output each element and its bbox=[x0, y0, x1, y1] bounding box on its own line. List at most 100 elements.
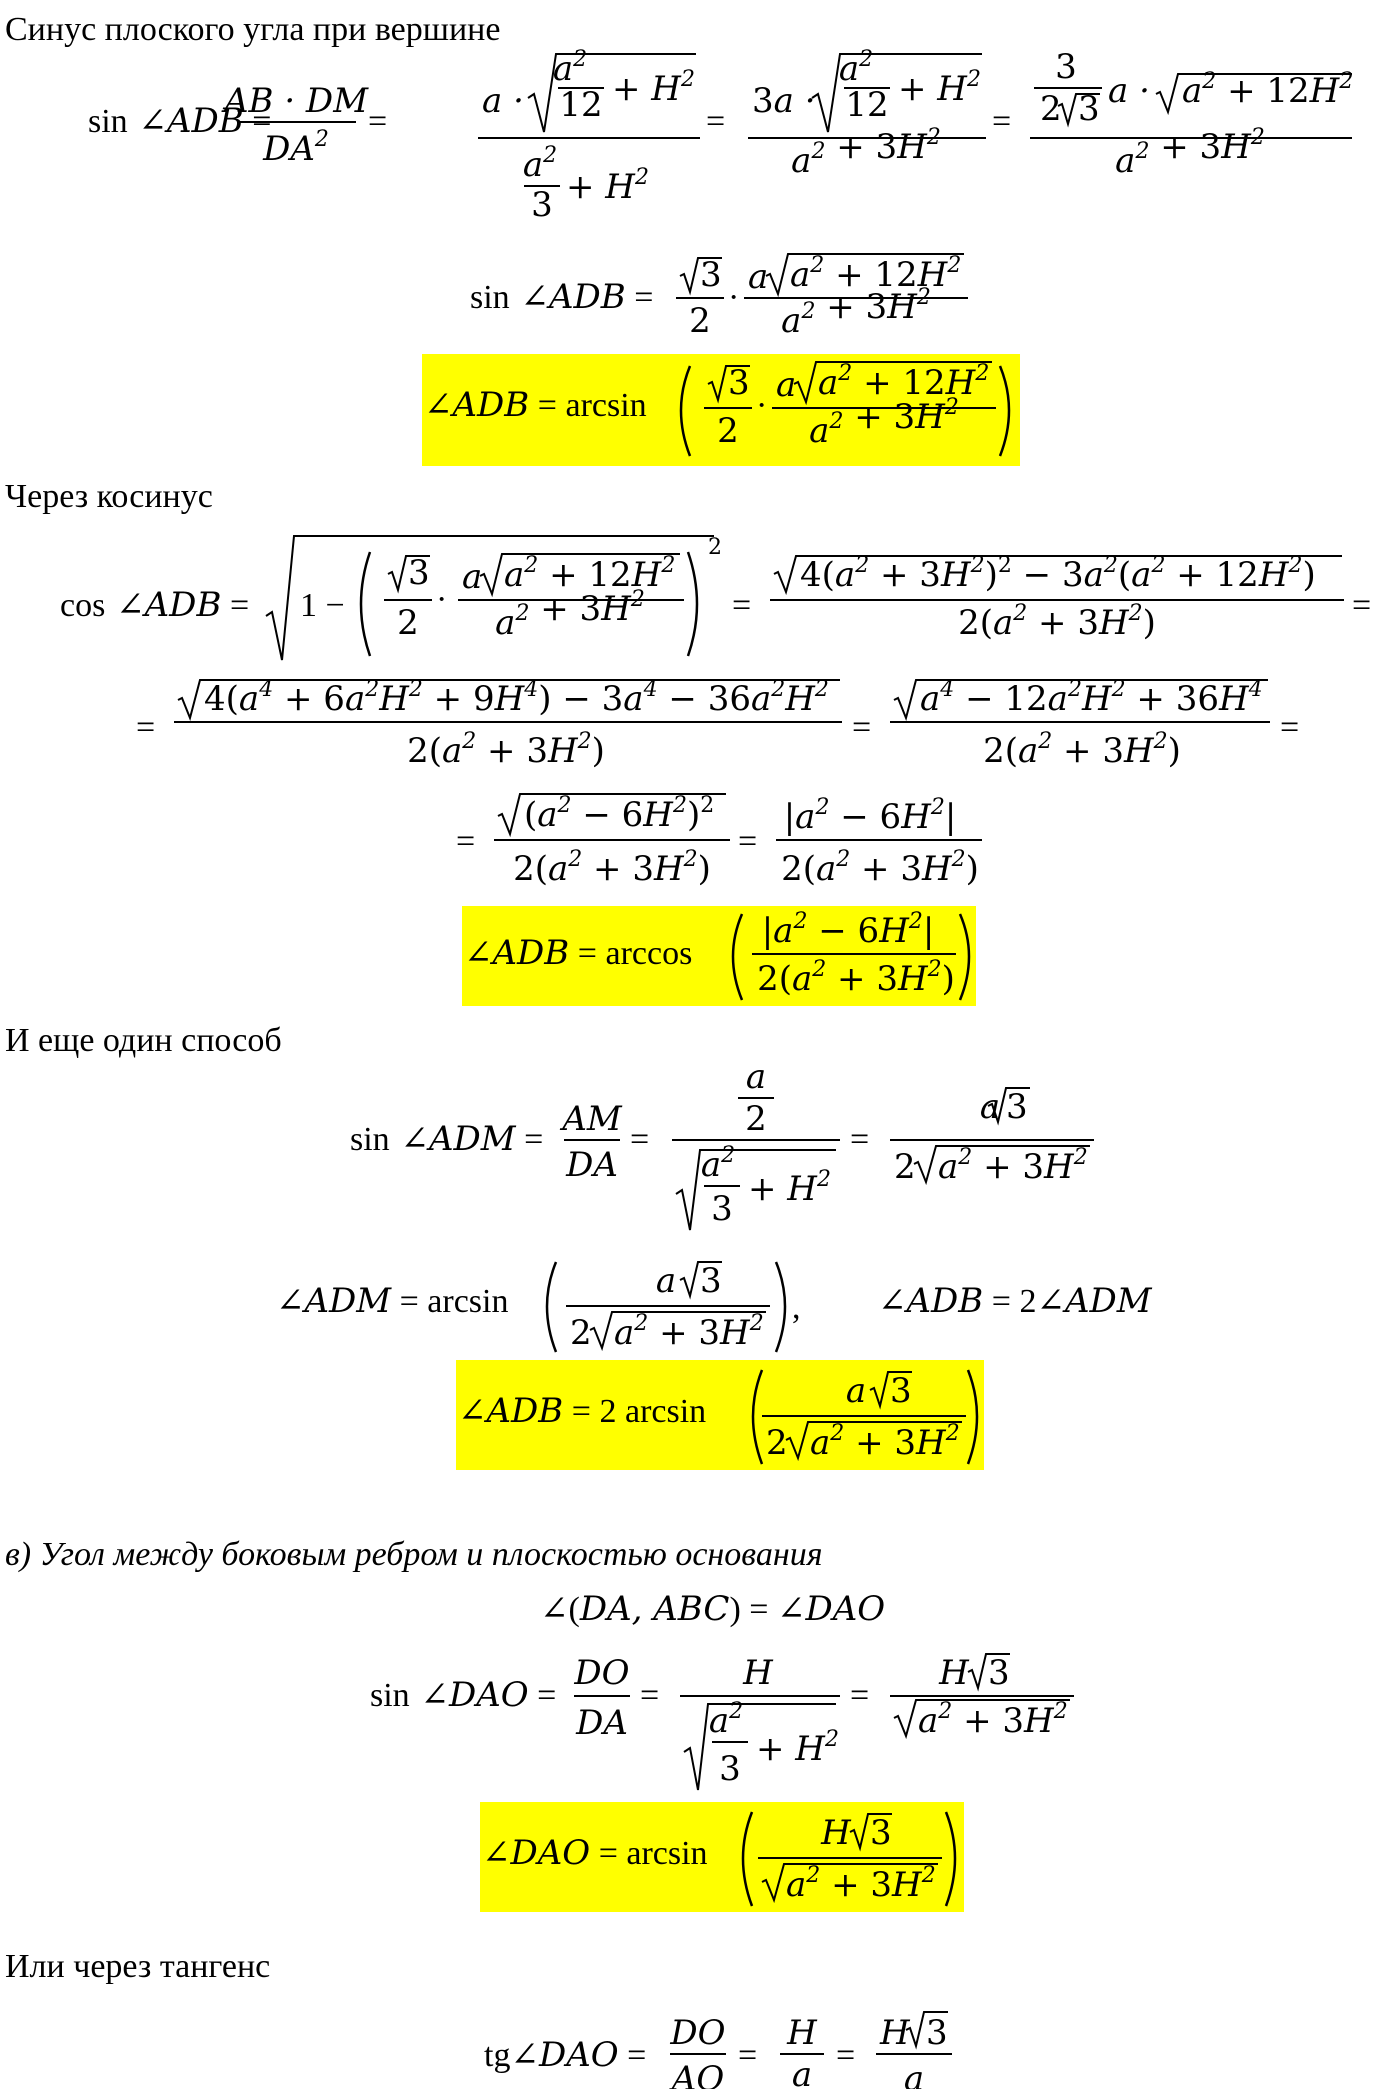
svg-text:a2 + 3H2: a2 + 3H2 bbox=[938, 1145, 1088, 1187]
svg-text:a: a bbox=[776, 365, 796, 405]
svg-text:a2: a2 bbox=[709, 1699, 743, 1741]
svg-text:2(a2 + 3H2): 2(a2 + 3H2) bbox=[513, 847, 711, 889]
svg-text:∠ADB = arccos: ∠ADB = arccos bbox=[464, 933, 692, 973]
svg-text:3: 3 bbox=[890, 1371, 912, 1411]
svg-text:2(a2 + 3H2): 2(a2 + 3H2) bbox=[983, 729, 1181, 771]
svg-text:=: = bbox=[640, 1677, 659, 1714]
svg-text:DO: DO bbox=[669, 2013, 725, 2053]
svg-text:3: 3 bbox=[408, 553, 430, 593]
svg-text:a2: a2 bbox=[553, 47, 587, 89]
svg-text:=: = bbox=[850, 1121, 869, 1158]
svg-text:·: · bbox=[728, 279, 739, 316]
result-adb-2arcsin: ∠ADB = 2 arcsin a 3 2 a2 + 3H2 bbox=[0, 1360, 1400, 1470]
equation-sin-adb-simplified: sin ∠ADB = 3 2 · a a2 + 12H2 a2 + 3H2 bbox=[0, 240, 1400, 341]
svg-text:a: a bbox=[904, 2059, 924, 2089]
svg-text:2: 2 bbox=[708, 535, 722, 560]
svg-text:a2: a2 bbox=[839, 47, 873, 89]
svg-text:a: a bbox=[792, 2055, 812, 2089]
svg-text:12: 12 bbox=[845, 85, 888, 125]
equation-tg-dao: tg∠DAO = DO AO = H a = H 3 a bbox=[0, 1996, 1400, 2089]
svg-text:=: = bbox=[732, 587, 751, 624]
svg-text:∠ADB = 2 arcsin: ∠ADB = 2 arcsin bbox=[458, 1391, 706, 1431]
svg-text:∠ADB = arcsin: ∠ADB = arcsin bbox=[424, 385, 647, 425]
svg-text:AB · DM: AB · DM bbox=[221, 81, 369, 121]
svg-text:+ H2: + H2 bbox=[756, 1727, 839, 1769]
svg-text:3: 3 bbox=[870, 1813, 892, 1853]
svg-text:a: a bbox=[846, 1371, 866, 1411]
result-adb-arcsin: ∠ADB = arcsin 3 2 · a a2 + 12H2 a2 + 3H2 bbox=[0, 354, 1400, 466]
svg-text:+ H2: + H2 bbox=[566, 165, 649, 207]
svg-text:2(a2 + 3H2): 2(a2 + 3H2) bbox=[407, 729, 605, 771]
svg-text:=: = bbox=[456, 823, 475, 860]
svg-text:=: = bbox=[850, 1677, 869, 1714]
svg-text:a ·: a · bbox=[1108, 71, 1150, 111]
equation-sin-dao: sin ∠DAO = DO DA = H a2 3 + H2 = H 3 a2 … bbox=[0, 1640, 1400, 1800]
svg-text:·: · bbox=[436, 581, 447, 618]
svg-text:a2 + 3H2: a2 + 3H2 bbox=[495, 587, 645, 643]
svg-text:∠ADM = arcsin: ∠ADM = arcsin bbox=[276, 1281, 508, 1321]
svg-text:a2 + 3H2: a2 + 3H2 bbox=[1115, 125, 1265, 181]
heading-via-cosine: Через косинус bbox=[5, 478, 213, 515]
svg-text:=: = bbox=[706, 103, 725, 140]
svg-text:=: = bbox=[992, 103, 1011, 140]
svg-text:12: 12 bbox=[559, 85, 602, 125]
equation-adm-arcsin: ∠ADM = arcsin a 3 2 a2 + 3H2 , ∠ADB = 2∠… bbox=[0, 1250, 1400, 1360]
svg-text:=: = bbox=[738, 2037, 757, 2074]
equation-angle-da-abc: ∠(DA, ABC) = ∠DAO bbox=[0, 1586, 1400, 1636]
svg-text:AO: AO bbox=[669, 2059, 725, 2089]
svg-text:3: 3 bbox=[700, 255, 722, 295]
svg-text:4(a2 + 3H2)2 − 3a2(a2 + 12H2): 4(a2 + 3H2)2 − 3a2(a2 + 12H2) bbox=[800, 553, 1316, 595]
svg-text:AM: AM bbox=[559, 1099, 623, 1139]
svg-text:3: 3 bbox=[711, 1189, 733, 1229]
svg-text:2: 2 bbox=[570, 1313, 592, 1353]
svg-text:3: 3 bbox=[988, 1653, 1010, 1693]
svg-text:a2: a2 bbox=[701, 1143, 735, 1185]
svg-text:a2 + 3H2: a2 + 3H2 bbox=[918, 1699, 1068, 1741]
svg-text:H: H bbox=[879, 2013, 911, 2053]
svg-text:|a2 − 6H2|: |a2 − 6H2| bbox=[762, 909, 935, 951]
svg-text:2(a2 + 3H2): 2(a2 + 3H2) bbox=[781, 847, 979, 889]
svg-text:=: = bbox=[1280, 709, 1299, 746]
svg-text:a: a bbox=[746, 1057, 766, 1097]
svg-text:∠(DA, ABC) = ∠DAO: ∠(DA, ABC) = ∠DAO bbox=[540, 1589, 885, 1629]
svg-text:3: 3 bbox=[700, 1261, 722, 1301]
svg-text:3: 3 bbox=[719, 1749, 741, 1789]
equation-sin-adb-chain: sin ∠ADB = AB · DM DA2 = a · a2 12 + H2 … bbox=[0, 40, 1400, 225]
svg-text:+ H2: + H2 bbox=[612, 67, 695, 109]
svg-text:sin ∠ADB =: sin ∠ADB = bbox=[470, 277, 653, 317]
svg-text:=: = bbox=[738, 823, 757, 860]
svg-text:2: 2 bbox=[689, 301, 711, 341]
svg-text:a2 + 12H2: a2 + 12H2 bbox=[818, 361, 989, 403]
svg-text:=: = bbox=[368, 103, 387, 140]
svg-text:a2 + 3H2: a2 + 3H2 bbox=[791, 125, 941, 181]
svg-text:2: 2 bbox=[1040, 89, 1062, 129]
svg-text:cos ∠ADB =: cos ∠ADB = bbox=[60, 585, 249, 625]
svg-text:2: 2 bbox=[766, 1423, 788, 1463]
svg-text:3a ·: 3a · bbox=[752, 81, 816, 121]
svg-text:4(a4 + 6a2H2 + 9H4) − 3a4 − 36: 4(a4 + 6a2H2 + 9H4) − 3a4 − 36a2H2 bbox=[204, 677, 829, 719]
svg-text:a ·: a · bbox=[482, 81, 524, 121]
svg-text:1 −: 1 − bbox=[300, 587, 345, 624]
svg-text:+ H2: + H2 bbox=[898, 67, 981, 109]
heading-another-method: И еще один способ bbox=[5, 1022, 282, 1059]
svg-text:·: · bbox=[756, 387, 767, 424]
heading-angle-lateral-edge-base: в) Угол между боковым ребром и плоскость… bbox=[5, 1536, 823, 1573]
svg-text:tg∠DAO =: tg∠DAO = bbox=[484, 2035, 646, 2075]
equation-cos-adb-1: cos ∠ADB = 1 − 3 2 · a a2 + 12H2 a2 + 3H… bbox=[0, 530, 1400, 670]
svg-text:=: = bbox=[1352, 587, 1371, 624]
result-dao-arcsin: ∠DAO = arcsin H 3 a2 + 3H2 bbox=[0, 1802, 1400, 1912]
heading-via-tangent: Или через тангенс bbox=[5, 1948, 271, 1985]
svg-text:3: 3 bbox=[1055, 47, 1077, 87]
svg-text:sin ∠ADM =: sin ∠ADM = bbox=[350, 1119, 543, 1159]
svg-text:|a2 − 6H2|: |a2 − 6H2| bbox=[784, 795, 957, 837]
svg-text:a2 + 12H2: a2 + 12H2 bbox=[1182, 69, 1353, 111]
svg-text:H: H bbox=[820, 1813, 852, 1853]
svg-text:DO: DO bbox=[573, 1653, 629, 1693]
svg-text:2: 2 bbox=[397, 603, 419, 643]
heading-sine-plane-angle: Синус плоского угла при вершине bbox=[5, 11, 501, 48]
result-adb-arccos: ∠ADB = arccos |a2 − 6H2| 2(a2 + 3H2) bbox=[0, 906, 1400, 1006]
svg-text:=: = bbox=[852, 709, 871, 746]
svg-text:H: H bbox=[786, 2013, 818, 2053]
svg-text:a2: a2 bbox=[523, 143, 557, 185]
